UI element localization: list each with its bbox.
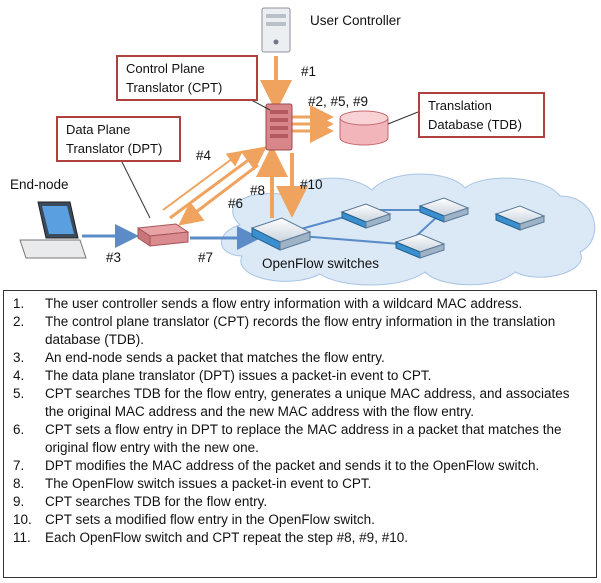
step-number: 2. — [13, 314, 25, 329]
step-text: The OpenFlow switch issues a packet-in e… — [45, 476, 372, 491]
step-item: 1. The user controller sends a flow entry… — [13, 295, 588, 313]
step-item: 6. CPT sets a flow entry in DPT to replac… — [13, 421, 588, 457]
step-text: CPT sets a modified flow entry in the Op… — [45, 512, 375, 527]
steps-list: 1. The user controller sends a flow entry… — [13, 295, 588, 547]
dpt-callout: Data Plane Translator (DPT) — [56, 116, 181, 162]
step-text: The control plane translator (CPT) recor… — [45, 314, 556, 347]
step-item: 10. CPT sets a modified flow entry in the… — [13, 511, 588, 529]
step-number: 8. — [13, 476, 25, 491]
step-item: 5. CPT searches TDB for the flow entry, g… — [13, 385, 588, 421]
tdb-callout: Translation Database (TDB) — [418, 92, 545, 138]
step-label: #8 — [250, 183, 266, 198]
step-item: 8. The OpenFlow switch issues a packet-in… — [13, 475, 588, 493]
end-node-laptop-icon — [19, 201, 87, 259]
openflow-switch-icon — [250, 217, 312, 251]
step-label: #4 — [196, 148, 212, 163]
step-number: 10. — [13, 512, 32, 527]
step-text: The data plane translator (DPT) issues a… — [45, 368, 432, 383]
dpt-device-icon — [136, 223, 190, 247]
step-number: 5. — [13, 386, 25, 401]
user-controller-label: User Controller — [310, 13, 401, 28]
step-number: 4. — [13, 368, 25, 383]
architecture-diagram: User Controller Control Plane Translator… — [0, 0, 601, 290]
steps-list-box: 1. The user controller sends a flow entry… — [3, 290, 597, 578]
end-node-label: End-node — [10, 177, 69, 192]
step-text: Each OpenFlow switch and CPT repeat the … — [45, 530, 408, 545]
openflow-switch-icon — [494, 205, 546, 231]
openflow-cloud — [221, 173, 596, 286]
step-text: CPT searches TDB for the flow entry. — [45, 494, 268, 509]
step-number: 9. — [13, 494, 25, 509]
cpt-server-icon — [265, 103, 293, 151]
step-number: 1. — [13, 296, 25, 311]
user-controller-server-icon — [261, 7, 291, 53]
step-number: 7. — [13, 458, 25, 473]
step-item: 4. The data plane translator (DPT) issues… — [13, 367, 588, 385]
step-text: The user controller sends a flow entry i… — [45, 296, 523, 311]
step-item: 3. An end-node sends a packet that matche… — [13, 349, 588, 367]
step-number: 11. — [13, 530, 31, 545]
step-label: #7 — [198, 250, 214, 265]
step-label: #10 — [300, 177, 323, 192]
openflow-switch-icon — [340, 203, 392, 229]
step-item: 2. The control plane translator (CPT) rec… — [13, 313, 588, 349]
openflow-switches-label: OpenFlow switches — [262, 256, 380, 271]
step-label: #3 — [106, 250, 122, 265]
step-item: 9. CPT searches TDB for the flow entry. — [13, 493, 588, 511]
step-label: #1 — [301, 64, 317, 79]
step-label: #6 — [228, 196, 244, 211]
tdb-database-icon — [339, 110, 389, 146]
step-text: An end-node sends a packet that matches … — [45, 350, 385, 365]
step-item: 7. DPT modifies the MAC address of the pa… — [13, 457, 588, 475]
step-number: 6. — [13, 422, 25, 437]
step-label: #2, #5, #9 — [308, 94, 369, 109]
step-text: CPT searches TDB for the flow entry, gen… — [45, 386, 570, 419]
step-number: 3. — [13, 350, 25, 365]
step-text: CPT sets a flow entry in DPT to replace … — [45, 422, 562, 455]
step-item: 11. Each OpenFlow switch and CPT repeat t… — [13, 529, 588, 547]
openflow-switch-icon — [394, 233, 446, 259]
cpt-callout: Control Plane Translator (CPT) — [116, 55, 258, 101]
step-text: DPT modifies the MAC address of the pack… — [45, 458, 540, 473]
openflow-switch-icon — [418, 197, 470, 223]
